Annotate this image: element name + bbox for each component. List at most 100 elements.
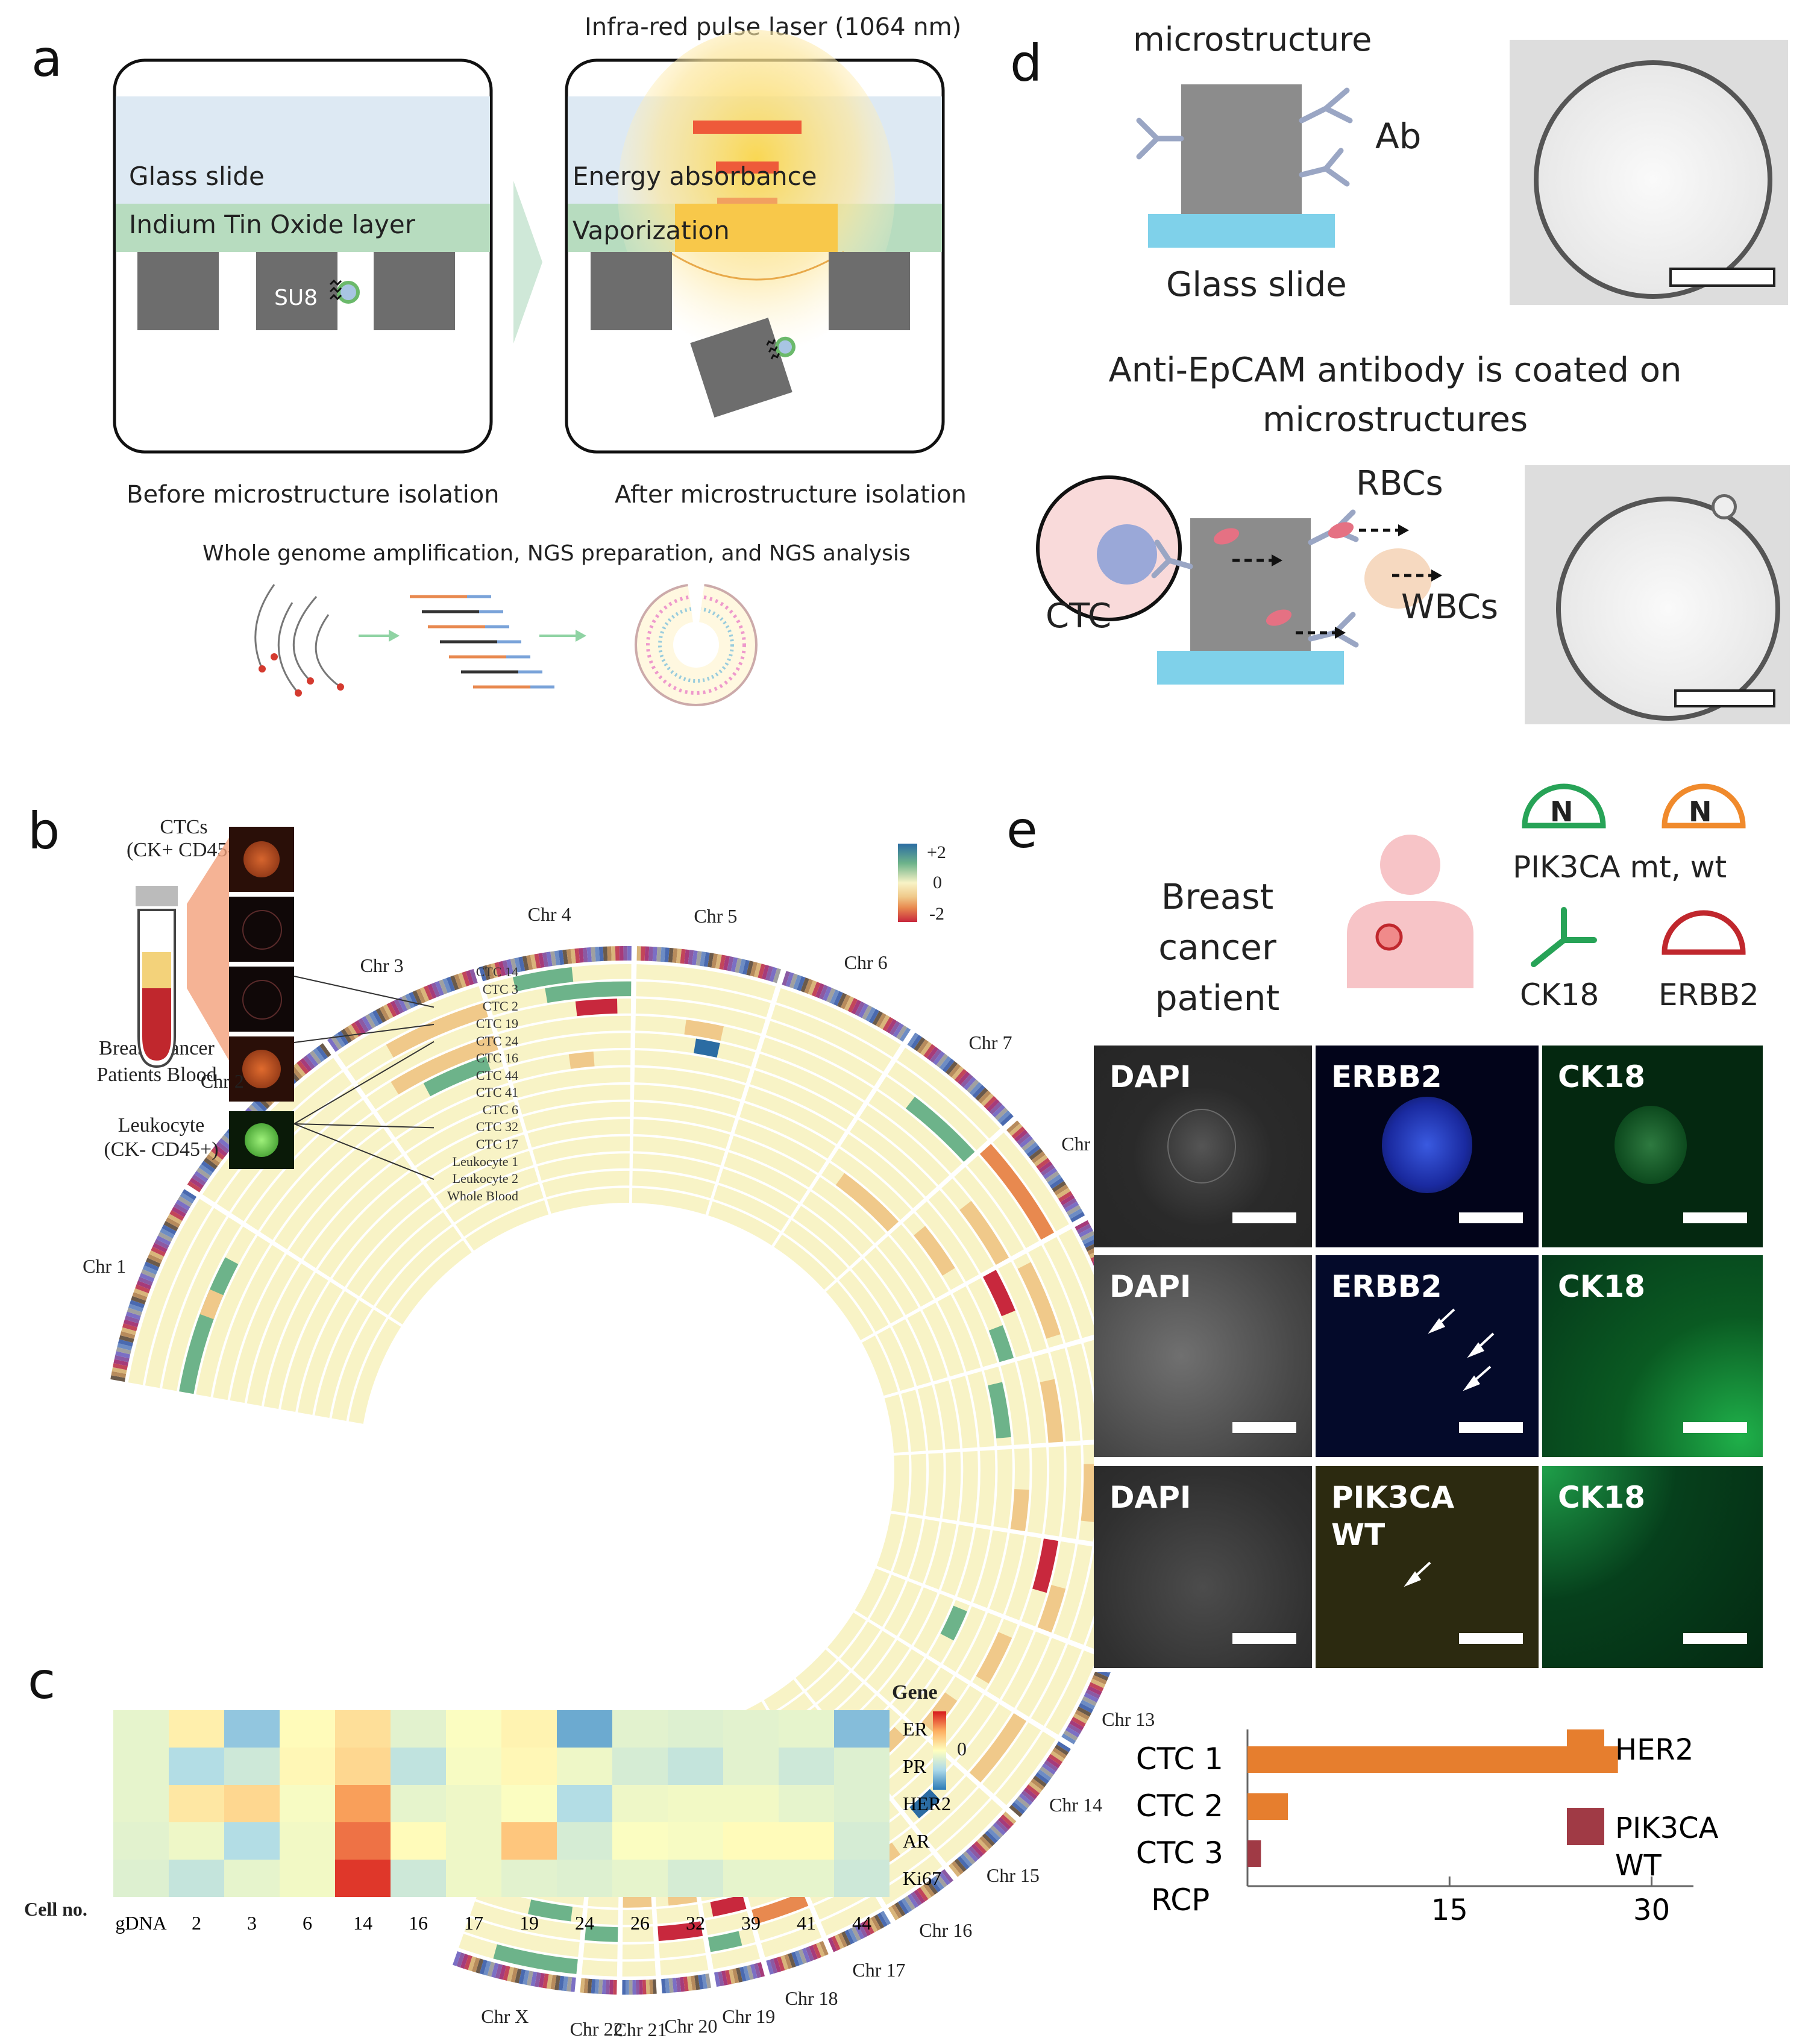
heatmap-cell (834, 1710, 890, 1748)
cnv-ring-segment (973, 1530, 1008, 1608)
cnv-ring-segment (905, 1667, 954, 1726)
microstructure-micrograph-bottom (1525, 465, 1790, 724)
x-tick-label: 30 (1633, 1893, 1670, 1927)
cnv-event (391, 1035, 498, 1095)
ideogram-band (431, 982, 441, 998)
ideogram-band (518, 956, 526, 972)
cnv-ring-segment (633, 1136, 726, 1165)
ideogram-band (995, 1819, 1009, 1833)
ideogram-band (192, 1174, 206, 1186)
cnv-ring-segment (744, 1086, 846, 1144)
ideogram-band (514, 957, 521, 973)
panel-label-e: e (1006, 800, 1038, 859)
dna-strands-icon (254, 584, 341, 694)
ideogram-band (595, 947, 600, 962)
ideogram-band (579, 948, 584, 963)
ideogram-band (880, 1910, 891, 1925)
cnv-ring-segment (456, 1184, 544, 1237)
heatmap-cell (612, 1710, 668, 1748)
cnv-ring-segment (1017, 1357, 1046, 1444)
heatmap-col-label: 39 (741, 1912, 761, 1934)
cnv-ring-segment (708, 1201, 780, 1246)
cnv-ring-segment (469, 1901, 582, 1940)
cnv-ring-segment (1031, 1644, 1082, 1726)
bar (1247, 1840, 1261, 1867)
dapi-tile: DAPI (1094, 1255, 1312, 1457)
ideogram-band (419, 986, 430, 1002)
heatmap-legend-title: Gene (892, 1681, 938, 1704)
ideogram-band (680, 948, 686, 964)
vaporization-label: Vaporization (573, 216, 730, 245)
ideogram-band (1031, 1778, 1045, 1790)
ideogram-band (510, 958, 518, 974)
ideogram-band (941, 1869, 954, 1883)
ideogram-band (619, 946, 624, 961)
connector-line (293, 1123, 435, 1180)
ideogram-band (1026, 1145, 1041, 1158)
blood-tube-icon (136, 886, 178, 1068)
cnv-ring-segment (632, 1188, 710, 1215)
ideogram-band (550, 951, 557, 967)
cnv-ring-segment (375, 1226, 462, 1315)
ideogram-band (1038, 1161, 1053, 1173)
ideogram-band (833, 991, 843, 1006)
heatmap-cell (280, 1785, 335, 1822)
ideogram-band (130, 1300, 145, 1309)
ideogram-band (506, 959, 514, 974)
ideogram-band (622, 1980, 626, 1995)
ideogram-band (609, 1980, 613, 1995)
cnv-ring-segment (633, 1102, 735, 1133)
cnv-ring-segment (713, 1185, 789, 1231)
ideogram-band (1000, 1814, 1014, 1827)
ideogram-band (114, 1355, 130, 1362)
ideogram-band (644, 946, 650, 961)
cnv-ring-segment (128, 1199, 212, 1385)
heatmap-xlabel: Cell no. (24, 1898, 87, 1920)
cnv-ring-segment (406, 1101, 519, 1166)
ideogram-band (216, 1141, 230, 1154)
ideogram-band (300, 1058, 312, 1072)
cnv-ring-segment (783, 1220, 848, 1278)
ideogram-band (1076, 1706, 1092, 1717)
cnv-ring-segment (892, 1658, 939, 1714)
ideogram-band (626, 1980, 629, 1995)
ideogram-band (920, 1041, 932, 1056)
ideogram-band (397, 997, 408, 1012)
ideogram-band (435, 980, 444, 996)
ideogram-band (632, 1980, 636, 1995)
cnv-ring-segment (1046, 1650, 1098, 1735)
ideogram-band (872, 1011, 883, 1026)
cnv-ring-segment (928, 1190, 994, 1273)
cnv-event (905, 1096, 975, 1162)
cnv-event (988, 1325, 1014, 1362)
panel-label-d: d (1010, 34, 1043, 93)
ideogram-band (907, 1032, 919, 1047)
cnv-ring-segment (893, 1516, 923, 1578)
cnv-ring-segment (750, 1070, 855, 1130)
ideogram-band (542, 952, 549, 968)
heatmap-cell (723, 1785, 779, 1822)
heatmap-cell (391, 1710, 446, 1748)
cnv-ring-segment (761, 1037, 873, 1101)
cnv-ring-segment (764, 1679, 803, 1713)
ideogram-band (206, 1154, 221, 1167)
ideogram-band (136, 1281, 152, 1290)
heatmap-cell (557, 1860, 612, 1897)
cnv-ring-segment (1016, 1637, 1066, 1717)
ideogram-band (530, 954, 537, 970)
cnv-ring-segment (660, 1955, 709, 1976)
ideogram-band (502, 960, 510, 976)
ideogram-band (1054, 1184, 1068, 1196)
ideogram-band (122, 1323, 137, 1332)
ideogram-band (862, 1005, 873, 1020)
ideogram-band (1028, 1781, 1043, 1793)
ideogram-band (203, 1157, 218, 1170)
heatmap-col-label: 41 (797, 1912, 816, 1934)
ideogram-band (1019, 1135, 1033, 1148)
ideogram-band (198, 1164, 213, 1176)
cnv-ring-segment (879, 1854, 943, 1905)
heatmap-col-label: 3 (247, 1912, 257, 1934)
heatmap-cell (335, 1860, 391, 1897)
ideogram-band (375, 1008, 386, 1023)
ideogram-band (635, 1980, 640, 1995)
